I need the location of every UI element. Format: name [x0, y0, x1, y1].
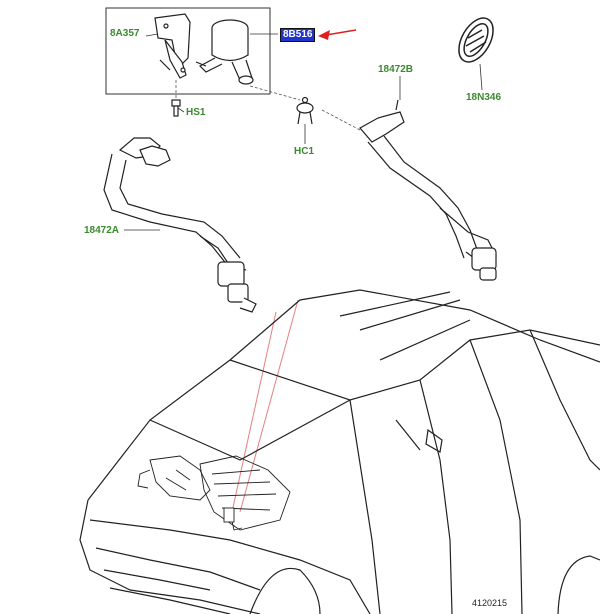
hose-left-part: [103, 137, 257, 313]
engine-sketch: [137, 455, 291, 531]
bracket-part: [154, 13, 191, 79]
vehicle-outline: [79, 289, 600, 614]
label-clip: HC1: [294, 146, 315, 157]
bolt-part: [171, 99, 181, 117]
reference-number: 4120215: [472, 598, 508, 608]
label-hose-left: 18472A: [84, 225, 120, 236]
label-bolt: HS1: [186, 107, 206, 118]
label-pump-highlight[interactable]: 8B516: [280, 28, 316, 42]
label-grommet: 18N346: [466, 92, 502, 103]
hose-right-part: [359, 99, 497, 281]
pointer-arrow: [318, 29, 357, 40]
label-hose-right: 18472B: [378, 64, 414, 75]
pump-part: [195, 19, 254, 85]
dash-leaders: [175, 80, 361, 131]
grommet-part: [458, 17, 494, 63]
label-bracket: 8A357: [110, 28, 140, 39]
label-leaders: [124, 33, 483, 231]
vehicle-leaders: [231, 299, 299, 513]
inset-frame: [105, 7, 271, 95]
clip-part: [296, 96, 314, 125]
